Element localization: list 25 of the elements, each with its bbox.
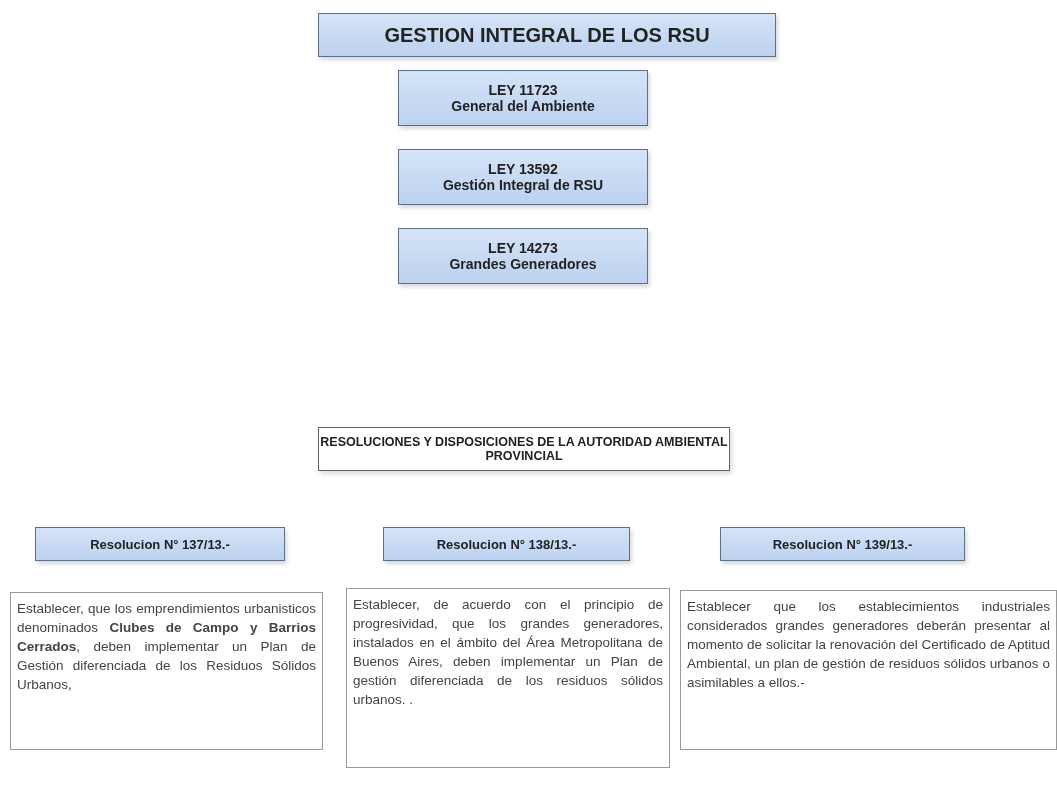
heading-text: GESTION INTEGRAL DE LOS RSU — [384, 23, 710, 47]
description-box — [680, 590, 1057, 750]
subheading-text: Gestión Integral de RSU — [442, 177, 604, 193]
subheading-text: General del Ambiente — [451, 98, 595, 114]
heading-text: RESOLUCIONES Y DISPOSICIONES DE LA AUTORIDAD AMBIENTAL PROVINCIAL — [319, 435, 729, 463]
heading-text: Resolucion N° 138/13.- — [436, 536, 577, 552]
resolution-box — [35, 527, 285, 561]
heading-text: LEY 11723 — [488, 82, 558, 98]
authority-box — [318, 427, 730, 471]
description-box — [10, 592, 323, 750]
title-box — [318, 13, 776, 57]
law-box — [398, 70, 648, 126]
description-text: Establecer que los establecimientos industriales considerados grandes generadores deberán presentar al momento de solicitar la renovación del Certificado de Aptitud Ambiental, un plan de gestión de residuos sólidos urbanos o asimilables a ellos.- — [687, 598, 1050, 692]
heading-text: LEY 13592 — [488, 161, 558, 177]
heading-text: Resolucion N° 137/13.- — [90, 536, 230, 552]
heading-text: LEY 14273 — [488, 240, 558, 256]
subheading-text: Grandes Generadores — [449, 256, 597, 272]
description-text: Establecer, de acuerdo con el principio de progresividad, que los grandes generadores, instalados en el ámbito del Área Metropolitana de Buenos Aires, deben implementar un Plan de gestión diferenciada de los residuos sólidos urbanos. . — [353, 596, 663, 709]
description-text: Establecer, que los emprendimientos urbanisticos denominados Clubes de Campo y Barrios Cerrados, deben implementar un Plan de Gestión diferenciada de los Residuos Sólidos Urbanos, — [17, 600, 316, 694]
description-box — [346, 588, 670, 768]
law-box — [398, 228, 648, 284]
resolution-box — [720, 527, 965, 561]
resolution-box — [383, 527, 630, 561]
heading-text: Resolucion N° 139/13.- — [772, 536, 913, 552]
law-box — [398, 149, 648, 205]
